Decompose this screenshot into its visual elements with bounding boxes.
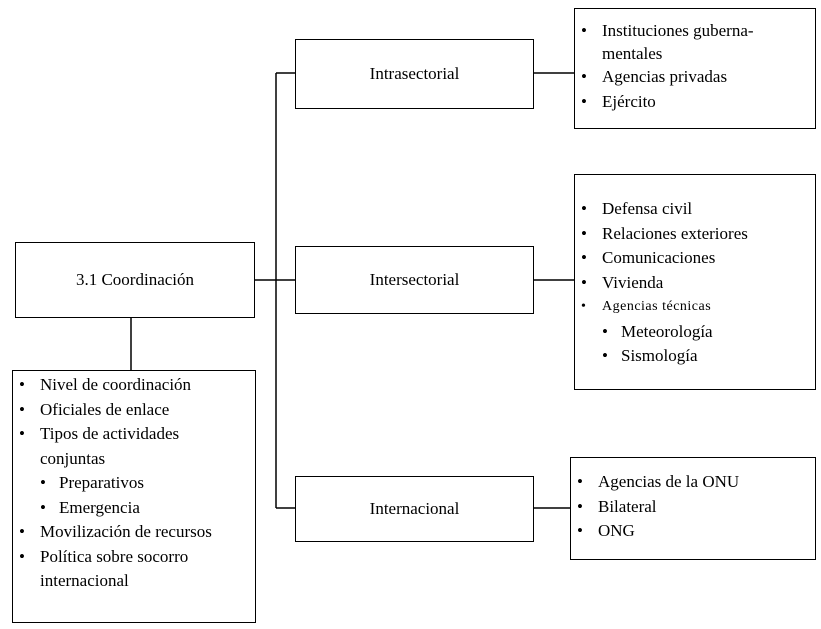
list-item: Vivienda bbox=[575, 271, 811, 296]
list-item: Política sobre socorro internacional bbox=[13, 545, 251, 594]
list-subitem: Preparativos bbox=[13, 471, 251, 496]
list-item: Instituciones guberna-mentales bbox=[575, 19, 811, 65]
intrasectorial-box: Intrasectorial bbox=[295, 39, 534, 109]
list-item: Bilateral bbox=[571, 495, 811, 520]
list-item: Tipos de actividades conjuntas bbox=[13, 422, 251, 471]
intrasectorial-list-box: Instituciones guberna-mentales Agencias … bbox=[574, 8, 816, 129]
coordinacion-box: 3.1 Coordinación bbox=[15, 242, 255, 318]
list-item: ONG bbox=[571, 519, 811, 544]
list-item: Relaciones exteriores bbox=[575, 222, 811, 247]
intrasectorial-label: Intrasectorial bbox=[369, 64, 460, 83]
coordinacion-list-box: Nivel de coordinación Oficiales de enlac… bbox=[12, 370, 256, 623]
list-item: Oficiales de enlace bbox=[13, 398, 251, 423]
internacional-list-box: Agencias de la ONU Bilateral ONG bbox=[570, 457, 816, 560]
list-item: Agencias de la ONU bbox=[571, 470, 811, 495]
list-item: Nivel de coordinación bbox=[13, 373, 251, 398]
list-subitem: Meteorología bbox=[575, 320, 811, 345]
internacional-box: Internacional bbox=[295, 476, 534, 542]
list-item: Movilización de recursos bbox=[13, 520, 251, 545]
list-item: Agencias técnicas bbox=[575, 295, 811, 320]
intersectorial-box: Intersectorial bbox=[295, 246, 534, 314]
internacional-label: Internacional bbox=[369, 499, 460, 518]
list-item: Agencias privadas bbox=[575, 65, 811, 90]
list-item: Ejército bbox=[575, 90, 811, 115]
list-item: Defensa civil bbox=[575, 197, 811, 222]
intersectorial-label: Intersectorial bbox=[369, 270, 460, 289]
list-subitem: Sismología bbox=[575, 344, 811, 369]
list-subitem: Emergencia bbox=[13, 496, 251, 521]
list-item: Comunicaciones bbox=[575, 246, 811, 271]
coordinacion-label: 3.1 Coordinación bbox=[75, 270, 195, 289]
intersectorial-list-box: Defensa civil Relaciones exteriores Comu… bbox=[574, 174, 816, 390]
